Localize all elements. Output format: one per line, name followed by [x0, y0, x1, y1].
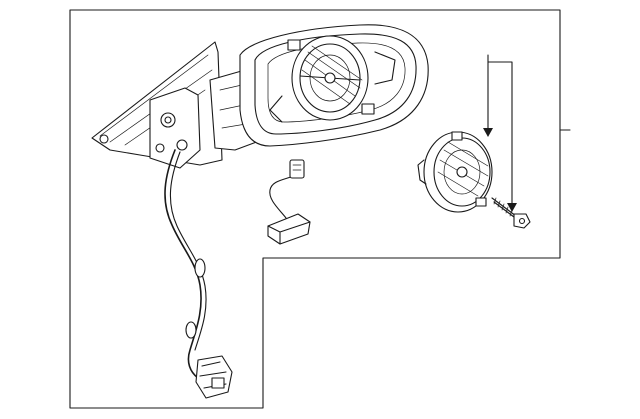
arrowhead-screw [507, 203, 517, 212]
mirror-bracket-plate [149, 87, 201, 169]
mirror-assembly [91, 24, 429, 399]
callout-leaders [483, 54, 571, 212]
harness-connector [195, 355, 233, 399]
callout-line-screw [487, 61, 513, 206]
diagram-border [69, 9, 561, 409]
mirror-glass-motor [269, 35, 396, 123]
glass-actuator [417, 131, 493, 213]
wiring-harness [164, 149, 202, 379]
mounting-screw [491, 197, 531, 229]
arrowhead-actuator [483, 128, 493, 137]
turn-signal-module [267, 159, 311, 245]
